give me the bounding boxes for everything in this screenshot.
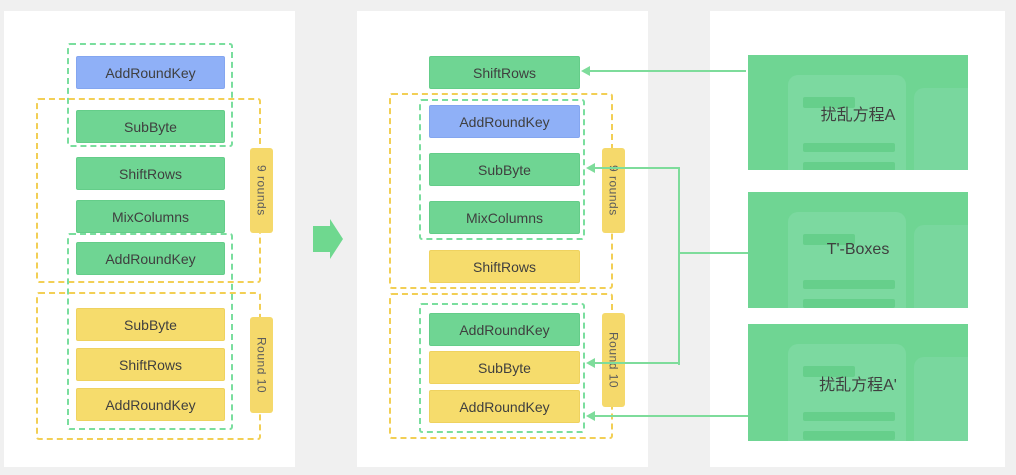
doc-bar	[803, 162, 895, 170]
op-box-shiftrows: ShiftRows	[429, 250, 580, 283]
op-label: ShiftRows	[472, 258, 537, 275]
doc-bar	[803, 366, 855, 377]
arrowhead-shiftrows-icon	[581, 66, 590, 76]
doc-bar	[803, 431, 895, 440]
op-label: SubByte	[124, 118, 177, 135]
doc-bar	[803, 412, 895, 421]
op-box-addroundkey: AddRoundKey	[76, 242, 225, 275]
op-label: AddRoundKey	[105, 64, 196, 81]
connector-card1-to-shiftrows	[589, 70, 746, 72]
doc-bar	[803, 97, 855, 108]
op-label: AddRoundKey	[105, 250, 196, 267]
document-watermark-small-icon	[914, 225, 968, 308]
rounds-label-text: 9 rounds	[254, 165, 269, 216]
op-label: MixColumns	[465, 209, 543, 226]
doc-bar	[803, 299, 895, 308]
right-panel: 扰乱方程A T'-Boxes 扰乱方程A'	[710, 11, 1005, 467]
connector-tboxes-branch-bottom	[594, 362, 679, 364]
op-box-mixcolumns: MixColumns	[76, 200, 225, 233]
op-box-shiftrows: ShiftRows	[76, 157, 225, 190]
dashed-group-initial	[67, 43, 233, 147]
op-box-subbyte: SubByte	[76, 110, 225, 143]
connector-card3-to-addroundkey	[594, 415, 748, 417]
op-box-subbyte: SubByte	[76, 308, 225, 341]
op-box-addroundkey: AddRoundKey	[76, 388, 225, 421]
op-box-addroundkey: AddRoundKey	[429, 313, 580, 346]
op-label: AddRoundKey	[459, 113, 550, 130]
document-watermark-small-icon	[914, 357, 968, 441]
arrowhead-addroundkey-final-icon	[586, 411, 595, 421]
op-box-subbyte: SubByte	[429, 153, 580, 186]
document-watermark-icon	[788, 75, 906, 170]
dashed-group-inner-final	[419, 303, 585, 433]
dashed-group-inner	[419, 99, 585, 240]
op-label: SubByte	[124, 316, 177, 333]
connector-tboxes-to-card	[679, 252, 748, 254]
document-watermark-icon	[788, 344, 906, 441]
op-label: SubByte	[478, 359, 531, 376]
left-panel: AddRoundKey SubByte ShiftRows MixColumns…	[4, 11, 295, 467]
op-label: AddRoundKey	[105, 396, 196, 413]
op-label: ShiftRows	[118, 356, 183, 373]
op-box-addroundkey: AddRoundKey	[429, 105, 580, 138]
connector-tboxes-trunk	[678, 167, 680, 365]
op-box-shiftrows: ShiftRows	[76, 348, 225, 381]
op-label: AddRoundKey	[459, 321, 550, 338]
arrowhead-subbyte-round10-icon	[586, 358, 595, 368]
connector-tboxes-branch-top	[594, 167, 679, 169]
rounds-label-text: Round 10	[606, 331, 621, 389]
op-box-mixcolumns: MixColumns	[429, 201, 580, 234]
card-t-boxes: T'-Boxes	[748, 192, 968, 308]
rounds-label-text: 9 rounds	[606, 165, 621, 216]
round-10-label: Round 10	[250, 317, 273, 413]
rounds-label-text: Round 10	[254, 336, 269, 394]
card-label: 扰乱方程A'	[819, 376, 897, 394]
transform-arrow-head-icon	[330, 219, 343, 259]
doc-bar	[803, 280, 895, 289]
rounds-9-label: 9 rounds	[250, 148, 273, 233]
dashed-group-final	[67, 233, 233, 430]
card-label: 扰乱方程A	[820, 106, 896, 124]
doc-bar	[803, 143, 895, 152]
op-label: AddRoundKey	[459, 398, 550, 415]
document-watermark-icon	[788, 212, 906, 308]
op-box-shiftrows: ShiftRows	[429, 56, 580, 89]
card-label: T'-Boxes	[826, 241, 890, 258]
op-box-addroundkey: AddRoundKey	[76, 56, 225, 89]
op-box-addroundkey: AddRoundKey	[429, 390, 580, 423]
op-box-subbyte: SubByte	[429, 351, 580, 384]
op-label: SubByte	[478, 161, 531, 178]
op-label: MixColumns	[111, 208, 189, 225]
op-label: ShiftRows	[472, 64, 537, 81]
doc-bar	[803, 234, 855, 245]
arrowhead-subbyte-9rounds-icon	[586, 163, 595, 173]
rounds-9-label: 9 rounds	[602, 148, 625, 233]
round-10-label: Round 10	[602, 313, 625, 407]
middle-panel: ShiftRows AddRoundKey SubByte MixColumns…	[357, 11, 648, 467]
op-label: ShiftRows	[118, 165, 183, 182]
card-scramble-equation-a: 扰乱方程A	[748, 55, 968, 170]
document-watermark-small-icon	[914, 88, 968, 170]
transform-arrow-icon	[313, 226, 330, 252]
card-scramble-equation-a-prime: 扰乱方程A'	[748, 324, 968, 441]
